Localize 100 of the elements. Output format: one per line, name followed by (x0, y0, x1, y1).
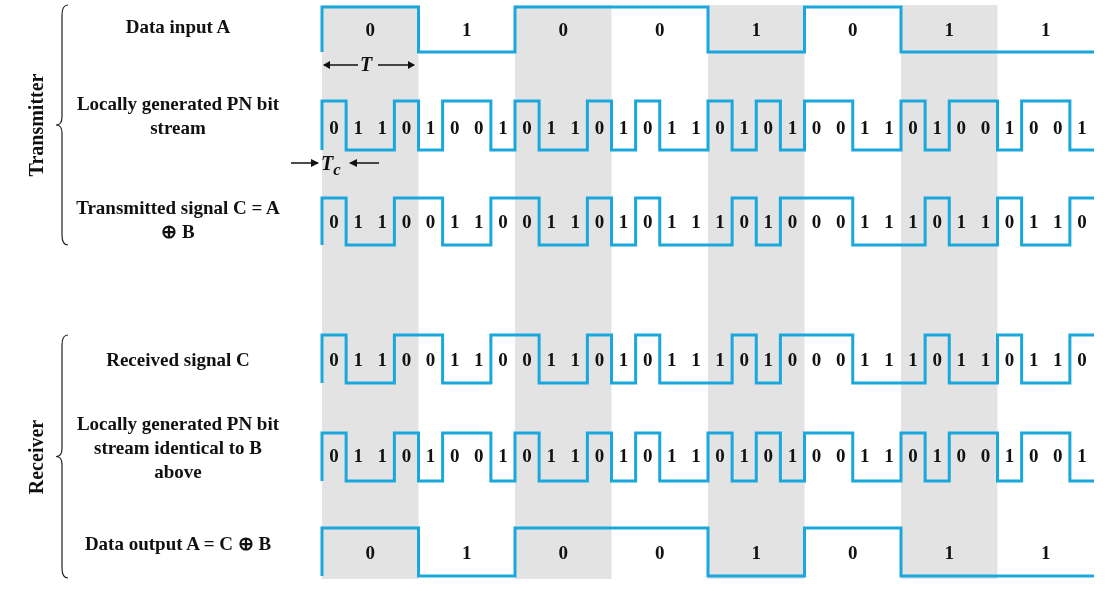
bit-value: 1 (1052, 212, 1064, 232)
bit-value: 1 (762, 350, 775, 370)
bit-value: 0 (364, 543, 376, 563)
bit-value: 0 (1027, 118, 1040, 138)
bit-value: 0 (1003, 212, 1016, 232)
bit-value: 0 (931, 212, 943, 232)
bit-value: 1 (376, 118, 389, 138)
bit-value: 0 (979, 118, 992, 138)
bit-value: 0 (738, 350, 750, 370)
bit-value: 1 (1040, 20, 1052, 40)
bit-value: 1 (617, 446, 630, 466)
bit-value: 1 (448, 350, 461, 370)
bit-value: 1 (617, 118, 630, 138)
bit-value: 0 (1076, 350, 1088, 370)
bit-value: 0 (847, 543, 859, 563)
bit-value: 1 (569, 118, 582, 138)
bit-value: 1 (545, 212, 557, 232)
bit-value: 1 (1027, 350, 1040, 370)
bit-value: 1 (1040, 543, 1052, 563)
bit-value: 1 (666, 212, 678, 232)
bit-value: 1 (569, 212, 582, 232)
bit-value: 1 (943, 20, 955, 40)
bit-value: 0 (448, 446, 461, 466)
bit-value: 1 (424, 446, 437, 466)
bit-value: 0 (400, 446, 413, 466)
row-label: Locally generated PN bit stream (75, 92, 281, 140)
bit-value: 0 (979, 446, 992, 466)
bit-value: 0 (1052, 118, 1064, 138)
bit-value: 0 (1052, 446, 1064, 466)
bit-value: 1 (859, 350, 871, 370)
bit-value: 1 (786, 118, 799, 138)
bit-value: 1 (666, 118, 678, 138)
bit-value: 0 (521, 350, 533, 370)
bit-value: 0 (521, 118, 533, 138)
bit-value: 0 (907, 118, 919, 138)
section-label: Receiver (24, 419, 48, 494)
bit-value: 0 (364, 20, 376, 40)
bit-value: 1 (666, 350, 678, 370)
bit-value: 1 (714, 212, 726, 232)
bit-value: 1 (1027, 212, 1040, 232)
bit-value: 0 (473, 446, 485, 466)
bit-value: 0 (400, 118, 413, 138)
bit-value: 0 (424, 350, 437, 370)
bit-value: 0 (593, 350, 606, 370)
bit-value: 1 (1076, 446, 1088, 466)
bit-value: 0 (557, 543, 569, 563)
bit-value: 0 (786, 212, 799, 232)
bit-value: 0 (762, 446, 775, 466)
bit-value: 0 (714, 118, 726, 138)
bit-value: 0 (847, 20, 859, 40)
bit-value: 0 (1076, 212, 1088, 232)
bit-value: 1 (497, 118, 509, 138)
bit-value: 0 (834, 118, 847, 138)
bit-value: 0 (714, 446, 726, 466)
bit-value: 1 (376, 446, 389, 466)
bit-value: 1 (907, 212, 919, 232)
bit-value: 1 (1076, 118, 1088, 138)
bit-value: 0 (497, 212, 509, 232)
bit-value: 1 (738, 118, 750, 138)
bit-value: 0 (557, 20, 569, 40)
bit-value: 0 (834, 350, 847, 370)
bit-value: 0 (1027, 446, 1040, 466)
bit-value: 1 (690, 212, 702, 232)
bit-value: 1 (750, 543, 762, 563)
bit-value: 0 (521, 212, 533, 232)
bit-value: 0 (738, 212, 750, 232)
bit-value: 0 (834, 212, 847, 232)
bit-value: 1 (883, 118, 895, 138)
bit-value: 1 (376, 212, 389, 232)
bit-value: 0 (328, 118, 340, 138)
bit-value: 1 (473, 350, 485, 370)
row-label: Data output A = C ⊕ B (83, 532, 273, 556)
bit-value: 0 (786, 350, 799, 370)
bit-value: 0 (834, 446, 847, 466)
bit-value: 0 (810, 446, 823, 466)
bit-value: 1 (617, 350, 630, 370)
bit-value: 1 (424, 118, 437, 138)
bit-value: 1 (352, 212, 364, 232)
bit-value: 1 (786, 446, 799, 466)
bit-value: 1 (461, 543, 473, 563)
bit-value: 0 (400, 350, 413, 370)
bit-value: 1 (859, 118, 871, 138)
row-label: Locally generated PN bit stream identical to B above (75, 412, 281, 484)
bit-value: 0 (521, 446, 533, 466)
bit-value: 0 (328, 350, 340, 370)
bit-value: 1 (738, 446, 750, 466)
bit-value: 1 (497, 446, 509, 466)
bit-value: 1 (545, 446, 557, 466)
bit-value: 1 (762, 212, 775, 232)
bit-value: 0 (641, 212, 654, 232)
bit-value: 1 (714, 350, 726, 370)
bit-value: 1 (931, 446, 943, 466)
bit-value: 1 (376, 350, 389, 370)
bit-value: 1 (666, 446, 678, 466)
bit-value: 1 (545, 350, 557, 370)
bit-value: 0 (1003, 350, 1016, 370)
bit-value: 1 (859, 212, 871, 232)
bit-value: 0 (931, 350, 943, 370)
bit-value: 1 (569, 446, 582, 466)
bit-value: 1 (859, 446, 871, 466)
